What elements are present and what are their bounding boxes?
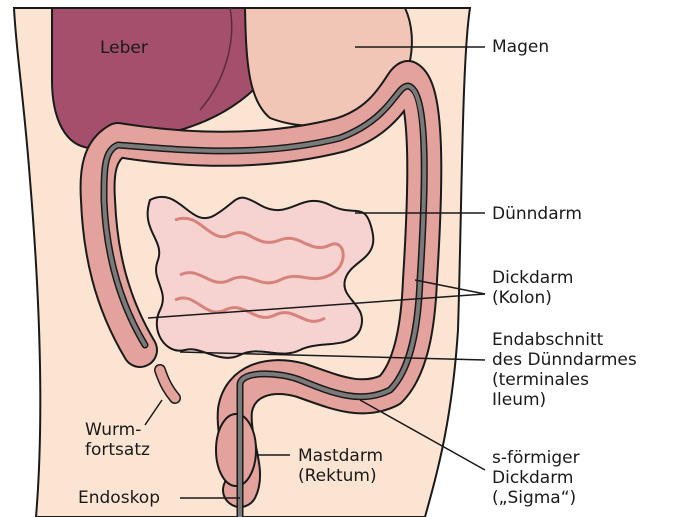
label-sigma-line3: („Sigma“) [492, 488, 580, 508]
rectum [216, 414, 256, 486]
label-magen: Magen [492, 37, 549, 57]
label-mastdarm-line2: (Rektum) [298, 466, 383, 486]
label-duenndarm: Dünndarm [492, 204, 582, 224]
label-sigma-line1: s-förmiger [492, 448, 580, 468]
label-endabschnitt-line2: des Dünndarmes [492, 350, 637, 370]
label-wurmfortsatz-line1: Wurm- [85, 420, 150, 440]
label-endabschnitt-line3: (terminales [492, 370, 637, 390]
label-sigma: s-förmiger Dickdarm („Sigma“) [492, 448, 580, 508]
label-dickdarm-line1: Dickdarm [492, 268, 573, 288]
label-endoskop: Endoskop [78, 488, 160, 508]
small-intestine [148, 197, 374, 358]
label-wurmfortsatz: Wurm- fortsatz [85, 420, 150, 460]
label-endabschnitt: Endabschnitt des Dünndarmes (terminales … [492, 330, 637, 410]
label-mastdarm: Mastdarm (Rektum) [298, 446, 383, 486]
label-dickdarm-line2: (Kolon) [492, 288, 573, 308]
label-leber: Leber [100, 38, 148, 58]
label-wurmfortsatz-line2: fortsatz [85, 440, 150, 460]
label-endabschnitt-line4: Ileum) [492, 390, 637, 410]
label-sigma-line2: Dickdarm [492, 468, 580, 488]
label-dickdarm: Dickdarm (Kolon) [492, 268, 573, 308]
label-endabschnitt-line1: Endabschnitt [492, 330, 637, 350]
label-mastdarm-line1: Mastdarm [298, 446, 383, 466]
